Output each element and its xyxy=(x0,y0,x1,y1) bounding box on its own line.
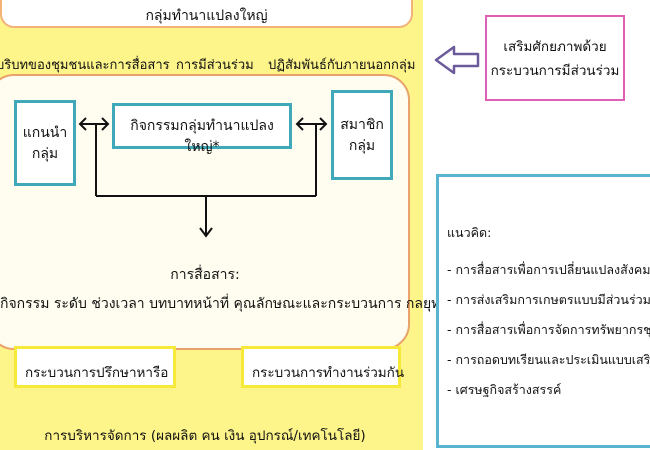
context-external: ปฏิสัมพันธ์กับภายนอกกลุ่ม xyxy=(268,58,416,73)
concept-item-1: - การสื่อสารเพื่อการเปลี่ยนแปลงสังคม xyxy=(447,262,650,277)
empowerment-box: เสริมศักยภาพด้วย กระบวนการมีส่วนร่วม xyxy=(485,15,625,101)
communication-details: กิจกรรม ระดับ ช่วงเวลา บทบาทหน้าที่ คุณล… xyxy=(0,296,449,312)
concept-item-5: - เศรษฐกิจสร้างสรรค์ xyxy=(447,382,562,397)
collaboration-process-box: กระบวนการทำงานร่วมกัน xyxy=(241,346,405,388)
empowerment-line-2: กระบวนการมีส่วนร่วม xyxy=(490,63,620,79)
title-box xyxy=(0,0,413,28)
concept-title: แนวคิด: xyxy=(447,225,492,240)
join-bracket xyxy=(95,124,317,238)
leader-box: แกนนำ กลุ่ม xyxy=(14,100,76,186)
member-line-2: กลุ่ม xyxy=(348,138,376,154)
management-text: การบริหารจัดการ (ผลผลิต คน เงิน อุปกรณ์/… xyxy=(44,428,366,444)
diagram-title: กลุ่มทำนาแปลงใหญ่ xyxy=(145,8,268,24)
collaboration-process-label: กระบวนการทำงานร่วมกัน xyxy=(252,365,405,381)
leader-line-1: แกนนำ xyxy=(22,125,68,141)
context-participation: การมีส่วนร่วม xyxy=(176,58,254,73)
communication-heading: การสื่อสาร: xyxy=(170,267,240,283)
concept-box: แนวคิด: - การสื่อสารเพื่อการเปลี่ยนแปลงส… xyxy=(436,174,650,448)
member-box: สมาชิก กลุ่ม xyxy=(331,90,393,180)
activity-box: กิจกรรมกลุ่มทำนาแปลงใหญ่* xyxy=(112,103,292,155)
activity-label: กิจกรรมกลุ่มทำนาแปลงใหญ่* xyxy=(130,118,274,155)
context-community: บริบทของชุมชนและการสื่อสาร xyxy=(0,58,170,73)
consultation-process-label: กระบวนการปรึกษาหารือ xyxy=(25,365,169,381)
leader-line-2: กลุ่ม xyxy=(31,146,59,162)
concept-item-4: - การถอดบทเรียนและประเมินแบบเสริมพลัง xyxy=(447,352,650,367)
double-arrow-left xyxy=(78,117,110,131)
consultation-process-box: กระบวนการปรึกษาหารือ xyxy=(14,346,176,388)
concept-item-2: - การส่งเสริมการเกษตรแบบมีส่วนร่วม xyxy=(447,292,650,307)
double-arrow-right xyxy=(295,117,328,131)
hollow-arrow-left-icon xyxy=(434,45,480,75)
concept-item-3: - การสื่อสารเพื่อการจัดการทรัพยากรชุมชน xyxy=(447,322,650,337)
member-line-1: สมาชิก xyxy=(340,117,384,133)
empowerment-line-1: เสริมศักยภาพด้วย xyxy=(503,39,607,55)
